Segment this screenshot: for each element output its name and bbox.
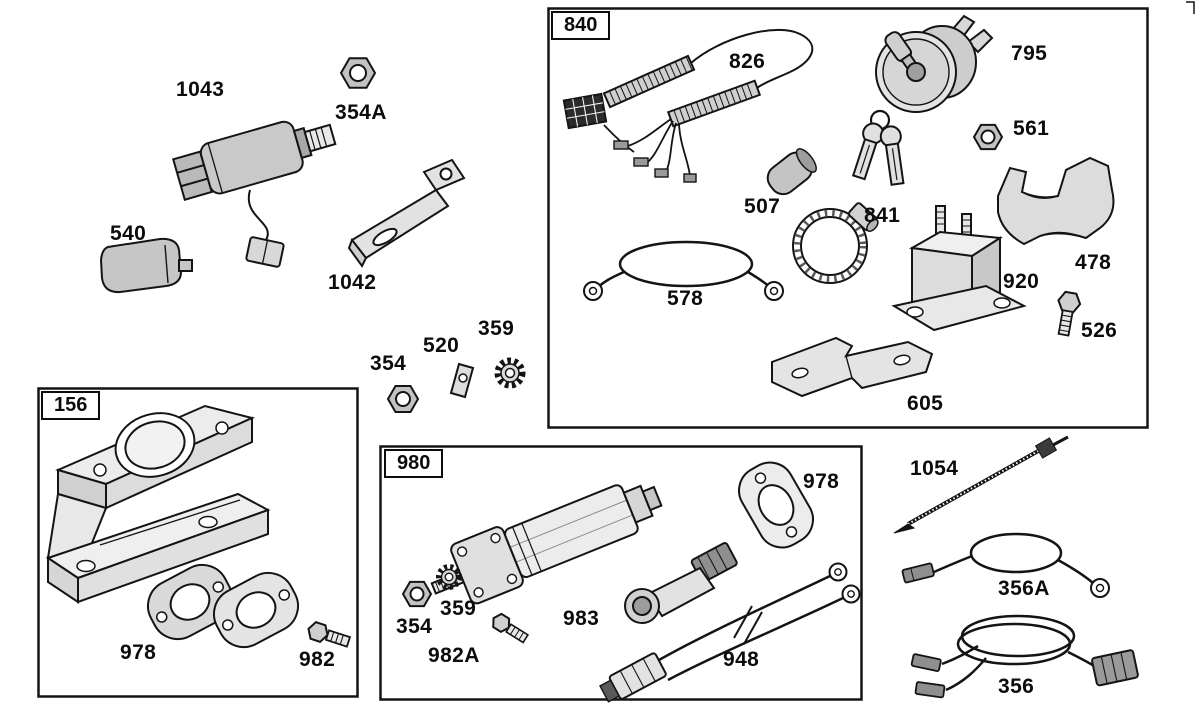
page-corner-mark (1186, 1, 1195, 14)
part-label-478: 478 (1075, 251, 1112, 274)
part-label-920: 920 (1003, 270, 1040, 293)
box-156-frame (37, 387, 359, 698)
wire-356-drawing (910, 614, 1139, 699)
starter-solenoid-920-drawing (891, 205, 1027, 332)
switch-983-drawing (624, 542, 738, 624)
ground-wire-578-drawing (583, 240, 784, 301)
part-label-354a: 354A (335, 101, 387, 124)
bracket-478-drawing (997, 156, 1115, 246)
box-label-156: 156 (41, 391, 101, 420)
engine-block-drawing (45, 404, 271, 604)
nut-354-upper-drawing (386, 385, 420, 413)
part-label-978-right: 978 (803, 470, 840, 493)
part-label-978-left: 978 (120, 641, 157, 664)
box-840-frame (547, 7, 1149, 429)
part-label-1042: 1042 (328, 271, 377, 294)
nut-354-mid-drawing (401, 580, 433, 608)
cable-tie-1054-drawing (893, 435, 1069, 534)
bracket-1042-drawing (347, 158, 466, 268)
part-label-520: 520 (423, 334, 460, 357)
part-label-526: 526 (1081, 319, 1118, 342)
key-540-drawing (99, 237, 193, 294)
bolt-526-drawing (1057, 290, 1082, 337)
bolt-982-drawing (307, 621, 352, 648)
part-label-948: 948 (723, 648, 760, 671)
part-label-359-mid: 359 (440, 597, 477, 620)
nut-561-drawing (972, 123, 1004, 151)
part-label-983: 983 (563, 607, 600, 630)
box-label-840: 840 (551, 11, 611, 40)
bolt-982a-drawing (492, 612, 529, 644)
gasket-978-left-drawing (146, 563, 300, 649)
part-label-540: 540 (110, 222, 147, 245)
part-label-841: 841 (864, 204, 901, 227)
part-label-354-upper: 354 (370, 352, 407, 375)
wire-356a-drawing (901, 532, 1110, 598)
terminal-520-drawing (449, 362, 475, 399)
part-label-1043: 1043 (176, 78, 225, 101)
wire-948-drawing (599, 562, 861, 703)
part-label-826: 826 (729, 50, 766, 73)
part-label-578: 578 (667, 287, 704, 310)
part-label-356a: 356A (998, 577, 1050, 600)
box-label-980: 980 (384, 449, 444, 478)
part-label-795: 795 (1011, 42, 1048, 65)
boot-507-drawing (766, 148, 817, 196)
part-label-359-upper: 359 (478, 317, 515, 340)
part-label-982a: 982A (428, 644, 480, 667)
hose-clamp-841-drawing (792, 202, 879, 284)
fuel-solenoid-1043-drawing (171, 120, 337, 268)
part-label-507: 507 (744, 195, 781, 218)
fuel-shutoff-solenoid-drawing (430, 484, 663, 605)
star-washer-359-mid-drawing (436, 564, 462, 590)
wiring-harness-826-drawing (562, 28, 814, 183)
part-label-1054: 1054 (910, 457, 959, 480)
gasket-978-right-drawing (738, 461, 814, 549)
part-label-561: 561 (1013, 117, 1050, 140)
star-washer-359-upper-drawing (494, 357, 526, 389)
part-label-605: 605 (907, 392, 944, 415)
nut-354a-drawing (339, 57, 377, 89)
ignition-switch-795-drawing (851, 14, 994, 186)
bracket-605-drawing (771, 336, 934, 398)
part-label-982: 982 (299, 648, 336, 671)
part-label-354-mid: 354 (396, 615, 433, 638)
part-label-356: 356 (998, 675, 1035, 698)
